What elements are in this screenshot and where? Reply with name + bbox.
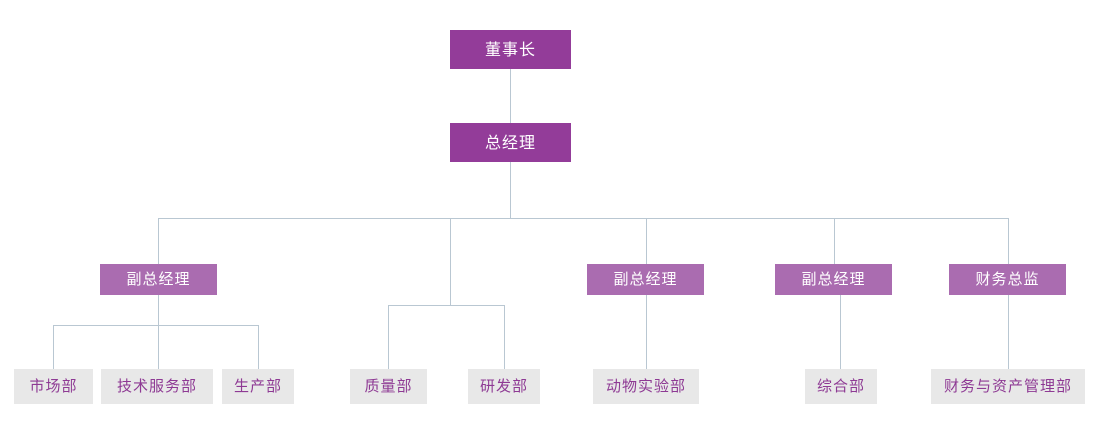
connector-chairman-to-gm <box>510 69 511 124</box>
connector-deputy-gm-1-bus <box>53 325 258 326</box>
node-quality-dept[interactable]: 质量部 <box>350 369 427 404</box>
node-general-manager[interactable]: 总经理 <box>450 123 571 162</box>
connector-bus-to-deputy-gm-1 <box>158 218 159 264</box>
connector-bus-to-finance-director <box>1008 218 1009 264</box>
node-finance-director[interactable]: 财务总监 <box>949 264 1066 295</box>
connector-to-animal-lab-dept <box>646 295 647 369</box>
node-rd-dept[interactable]: 研发部 <box>468 369 540 404</box>
connector-to-finance-asset-dept <box>1008 295 1009 369</box>
connector-bus-to-deputy-gm-2 <box>646 218 647 264</box>
node-deputy-gm-2[interactable]: 副总经理 <box>587 264 704 295</box>
connector-deputy-gm-1-stem <box>158 295 159 326</box>
connector-gm-to-bus <box>510 160 511 218</box>
node-chairman[interactable]: 董事长 <box>450 30 571 69</box>
connector-to-production-dept <box>258 325 259 369</box>
connector-main-bus <box>158 218 1009 219</box>
connector-bus-to-quality-branch <box>450 218 451 305</box>
node-deputy-gm-3[interactable]: 副总经理 <box>775 264 892 295</box>
connector-to-marketing-dept <box>53 325 54 369</box>
node-finance-asset-dept[interactable]: 财务与资产管理部 <box>931 369 1085 404</box>
node-marketing-dept[interactable]: 市场部 <box>14 369 93 404</box>
connector-to-tech-service-dept <box>158 325 159 369</box>
node-deputy-gm-1[interactable]: 副总经理 <box>100 264 217 295</box>
node-tech-service-dept[interactable]: 技术服务部 <box>101 369 213 404</box>
node-animal-lab-dept[interactable]: 动物实验部 <box>593 369 699 404</box>
connector-quality-rd-bus <box>388 305 505 306</box>
node-general-affairs-dept[interactable]: 综合部 <box>805 369 877 404</box>
connector-to-quality-dept <box>388 305 389 369</box>
connector-to-general-affairs-dept <box>840 295 841 369</box>
node-production-dept[interactable]: 生产部 <box>222 369 294 404</box>
connector-bus-to-deputy-gm-3 <box>834 218 835 264</box>
connector-to-rd-dept <box>504 305 505 369</box>
